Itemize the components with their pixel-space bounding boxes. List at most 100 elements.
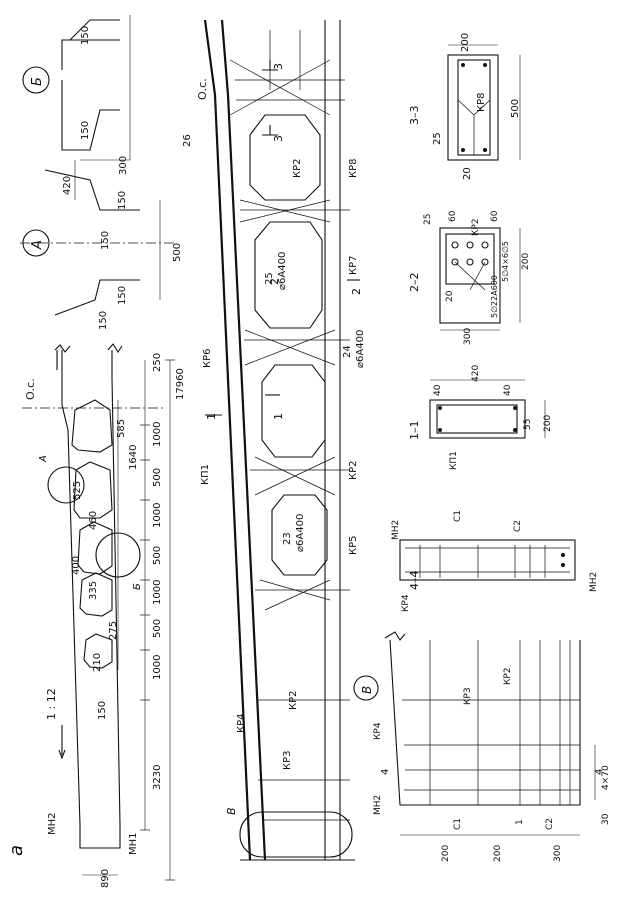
- opening-height-6: 275: [108, 621, 119, 640]
- detail-a-dim-4: 500: [172, 243, 183, 262]
- detail-v-section-4b: 4: [594, 769, 605, 775]
- detail-v-mark-1: 1: [515, 819, 525, 825]
- detail-v-mn2: МН2: [373, 795, 383, 815]
- frame-kr3: КР3: [282, 751, 293, 771]
- section-3-3-dim-20: 20: [462, 167, 473, 180]
- view-label-a: а: [6, 845, 27, 856]
- section-mark-1b: 1: [205, 413, 218, 420]
- opening-height-7: 210: [92, 653, 103, 672]
- section-4-4-kr4: КР4: [401, 594, 411, 612]
- detail-a-dim-6: 150: [98, 311, 109, 330]
- section-1-1-dim-420: 420: [471, 365, 481, 382]
- bar-25-spec: ⌀6А400: [277, 252, 288, 290]
- section-4-4-title: 4–4: [408, 571, 421, 591]
- section-3-3: 3–3 200 500 25 20 КР8: [408, 33, 521, 180]
- section-2-2-dim-300: 300: [463, 328, 473, 345]
- detail-b-view: Б 150 150 300: [22, 15, 131, 175]
- section-3-3-frame: КР8: [476, 93, 487, 113]
- detail-a-dim-2: 150: [117, 191, 128, 210]
- frame-kr2-bottom: КР2: [288, 691, 299, 711]
- section-2-2: 2–2 25 60 60 5∅22А600 5∅4×6∅5 200 20 300…: [408, 210, 531, 345]
- rebar-opening-2: [254, 221, 323, 329]
- detail-v-circle: [353, 675, 379, 701]
- section-1-1-dim-55: 55: [523, 419, 533, 430]
- opening-3: [77, 521, 113, 575]
- callout-label-a: А: [38, 455, 49, 463]
- detail-v-dim-4x70: 4×70: [601, 765, 611, 790]
- dim-250: 250: [152, 353, 163, 372]
- detail-b-label: Б: [30, 77, 45, 86]
- rebar-opening-3: [261, 364, 326, 458]
- callout-label-b: Б: [132, 583, 143, 590]
- section-mark-1: 1: [272, 413, 285, 420]
- section-1-1-dim-40b: 40: [503, 384, 513, 396]
- bar-24-spec: ⌀6А400: [355, 330, 366, 368]
- section-1-1-title: 1–1: [408, 421, 421, 441]
- detail-v-kr4: КР4: [373, 722, 383, 740]
- detail-v-label: В: [360, 686, 374, 694]
- frame-kp1: КП1: [200, 464, 211, 485]
- opening-2: [73, 461, 113, 519]
- opening-width-1: 1000: [152, 422, 163, 447]
- section-3-3-dim-25: 25: [432, 132, 443, 145]
- section-mark-3b: 3: [272, 135, 285, 142]
- detail-b-dim-1: 150: [80, 26, 91, 45]
- section-2-2-dim-60a: 60: [448, 210, 458, 222]
- section-4-4-c1: С1: [453, 510, 463, 522]
- opening-width-3: 1000: [152, 503, 163, 528]
- section-2-2-stirrups: 5∅4×6∅5: [501, 241, 510, 282]
- detail-a-dim-5: 150: [117, 286, 128, 305]
- frame-kr7: КР7: [348, 256, 359, 276]
- section-2-2-rebar: 5∅22А600: [490, 275, 499, 318]
- mesh-label-mn1: МН1: [128, 832, 139, 855]
- overall-span-dim: 17960: [175, 368, 186, 400]
- detail-v-dim-200b: 200: [493, 845, 503, 862]
- detail-v-dim-300: 300: [553, 845, 563, 862]
- opening-height-2: 525: [72, 481, 83, 500]
- section-mark-2: 2: [268, 278, 281, 285]
- detail-v-c2: С2: [545, 818, 555, 830]
- section-4-4-mn2-top: МН2: [391, 520, 401, 540]
- bar-24-label: 24: [342, 345, 353, 358]
- section-1-1-outline: [429, 399, 526, 439]
- section-mark-3: 3: [272, 63, 285, 70]
- dim-150-base: 150: [97, 701, 108, 720]
- reinforcement-labels: О.с. 26 25 ⌀6А400 24 ⌀6А400 23 ⌀6А400 КР…: [182, 63, 366, 815]
- beam-elevation-labels: а О.с. 1 : 12 МН2 МН1 17960 250 890 3230…: [6, 353, 186, 888]
- rebar-os-label: О.с.: [196, 78, 209, 100]
- bar-23-label: 23: [282, 532, 293, 545]
- section-2-2-dim-25: 25: [423, 214, 433, 225]
- reinforcement-view: [203, 19, 360, 861]
- bar-25-label: 25: [264, 272, 275, 285]
- opening-width-5: 1000: [152, 580, 163, 605]
- opening-width-4: 500: [152, 546, 163, 565]
- section-2-2-dim-60b: 60: [490, 210, 500, 222]
- opening-width-7: 1000: [152, 655, 163, 680]
- section-4-4-outline: [399, 539, 576, 581]
- detail-v-dim-200a: 200: [441, 845, 451, 862]
- rebar-opening-1: [249, 114, 321, 201]
- section-3-3-title: 3–3: [408, 106, 421, 126]
- section-4-4-c2: С2: [513, 520, 523, 532]
- opening-5: [83, 633, 113, 669]
- opening-height-3: 460: [88, 511, 99, 530]
- detail-v-kr2: КР2: [503, 667, 513, 685]
- detail-b-dim-3: 300: [118, 156, 129, 175]
- mesh-label-mn2: МН2: [47, 812, 58, 835]
- bar-26-label: 26: [182, 134, 193, 147]
- opening-height-5: 335: [88, 581, 99, 600]
- axis-label-os: О.с.: [24, 378, 37, 400]
- section-4-4: 4–4 МН2 С1 С2 КР4 МН2: [391, 510, 599, 612]
- section-2-2-frame: КР2: [471, 218, 481, 236]
- section-4-4-mn2-bottom: МН2: [589, 572, 599, 592]
- opening-height-4: 400: [71, 556, 82, 575]
- section-3-3-dim-500: 500: [510, 99, 521, 118]
- frame-kr6: КР6: [202, 349, 213, 369]
- opening-width-6: 500: [152, 619, 163, 638]
- section-2-2-title: 2–2: [408, 273, 421, 293]
- detail-v-view: В КР4 КР3 КР2 МН2 С1 С2 1 4 4 200 200 30…: [353, 631, 611, 862]
- rebar-opening-4: [271, 494, 328, 576]
- section-3-3-outline: [447, 54, 499, 161]
